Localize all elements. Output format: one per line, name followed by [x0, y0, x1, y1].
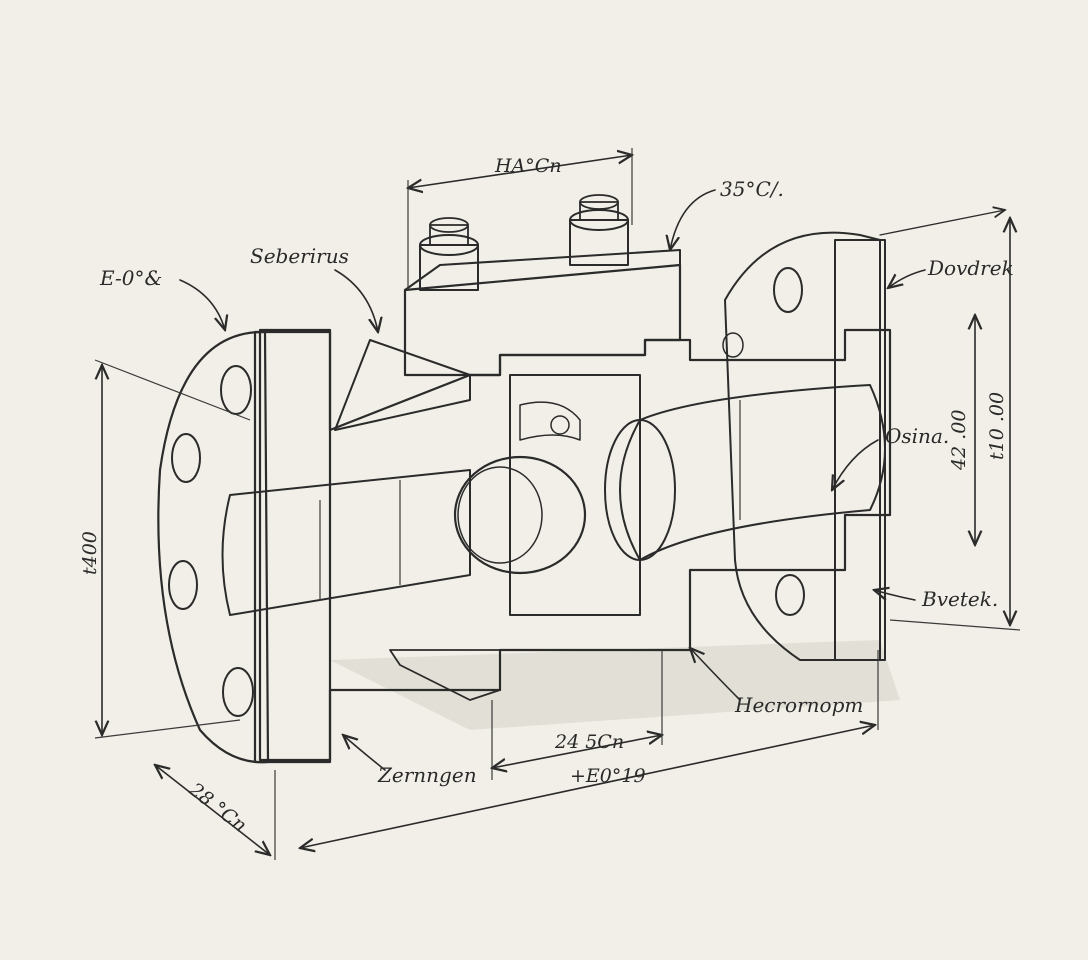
ground-shadow — [330, 640, 900, 730]
bonnet-block — [403, 194, 682, 377]
label-inner-right: Osina. — [885, 424, 949, 448]
dim-bottom-inner: 24 5Cn — [554, 731, 624, 753]
label-upper-left: Seberirus — [250, 244, 349, 268]
leader-arrows — [179, 189, 926, 771]
label-bottom-center: Hecrornopm — [734, 693, 863, 717]
bolt-right — [569, 194, 629, 266]
label-lower-right: Bvetek. — [921, 587, 998, 611]
wedge-support — [334, 339, 471, 431]
dim-height-left: t400 — [79, 531, 101, 575]
dim-height-right-inner: 42 .00 — [948, 410, 970, 471]
ball-cavity — [453, 374, 641, 616]
label-bottom-left: Zernngen — [377, 763, 477, 787]
bolt-left — [419, 217, 479, 291]
right-flange — [722, 231, 886, 661]
right-bore — [604, 384, 886, 561]
dim-height-right-outer: t10 .00 — [986, 392, 1008, 460]
bottom-foot — [389, 649, 501, 701]
left-bore — [221, 469, 471, 616]
dim-depth-left: 28 °Cn — [184, 778, 251, 837]
dim-bottom-overall: +E0°19 — [570, 765, 646, 787]
dimension-lines — [95, 148, 1021, 860]
label-top-angle: 35°C/. — [720, 177, 784, 201]
left-flange — [157, 330, 332, 764]
dim-top-width: HA°Cn — [494, 155, 562, 177]
label-top-left: E-0°& — [99, 266, 162, 290]
label-top-right: Dovdrek — [927, 256, 1014, 280]
